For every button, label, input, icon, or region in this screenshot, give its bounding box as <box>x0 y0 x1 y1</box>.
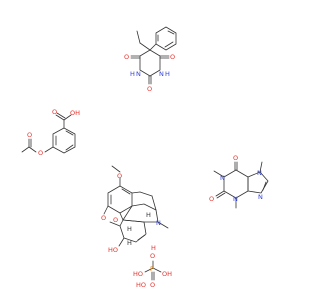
atom-label: O <box>233 154 238 162</box>
phenyl-attachment-bond <box>149 43 157 51</box>
atom-label: O <box>27 131 32 139</box>
p-oh-bond <box>152 267 162 273</box>
atom-label: N <box>136 70 141 78</box>
atom-label: N <box>233 195 238 203</box>
hydroxyl-bond <box>118 237 125 247</box>
imidazole-double-bond <box>262 181 267 191</box>
n-methyl-bond <box>157 221 169 229</box>
aromatic-inner-bond <box>65 144 74 151</box>
benzene-ring <box>52 127 76 154</box>
atom-label: N <box>159 70 164 78</box>
ring-bond <box>131 191 141 194</box>
atom-label: N <box>257 169 262 177</box>
ring-bond <box>119 212 124 221</box>
atom-label: O <box>117 172 122 180</box>
atom-label: H <box>127 225 132 233</box>
atom-label: N <box>258 193 263 201</box>
methyl-bond <box>259 161 263 173</box>
methoxy-bond <box>111 165 121 173</box>
ring-bond <box>151 195 157 211</box>
ester-bond <box>28 146 37 153</box>
phosphoric-acid-structure: HO P OH HO O O H <box>133 244 172 289</box>
aromatic-inner-bond <box>121 188 131 195</box>
atom-label: H <box>146 211 151 219</box>
atom-label: OH <box>70 109 80 117</box>
methyl-bond <box>21 146 30 153</box>
atom-label: O <box>52 108 57 116</box>
aromatic-inner-bond <box>167 30 175 35</box>
alkene-double-bond <box>137 234 146 241</box>
piperidine-ring <box>122 203 159 223</box>
atom-label: N <box>156 219 161 227</box>
ether-bond <box>109 221 121 227</box>
codeine-structure: O O O HO N H H H <box>101 165 169 254</box>
aspirin-structure: O OH O O <box>21 108 80 157</box>
ester-bond <box>44 146 54 153</box>
atom-label: O <box>150 252 155 260</box>
acid-carbonyl-bond <box>55 114 65 121</box>
ethyl-bond <box>139 42 151 51</box>
ethyl-bond <box>136 30 141 44</box>
atom-label: H <box>127 239 132 247</box>
atom-label: P <box>150 265 154 273</box>
acid-oh-bond <box>63 114 72 121</box>
atom-label: O <box>147 85 152 93</box>
phenyl-ring <box>155 26 177 51</box>
atom-label: O <box>113 216 118 224</box>
p-oh-bond <box>144 267 154 273</box>
atom-label: O <box>209 195 214 203</box>
atom-label: O <box>38 149 43 157</box>
phenobarbital-structure: O O O N N H H <box>124 26 177 93</box>
methyl-bond <box>213 170 225 178</box>
pyrimidine-ring <box>139 49 161 77</box>
atom-label: OH <box>162 270 172 278</box>
atom-label: H <box>130 70 135 78</box>
atom-label: O <box>170 53 175 61</box>
ether-bond <box>103 205 109 215</box>
atom-label: N <box>220 174 225 182</box>
atom-label: O <box>124 53 129 61</box>
aromatic-ring <box>107 185 133 214</box>
atom-label: H <box>151 244 156 252</box>
structure-canvas: O O O N N H H O OH O O <box>21 26 269 289</box>
acid-carbonyl-bond <box>56 112 66 119</box>
carbonyl-bond <box>216 192 226 199</box>
atom-label: HO <box>133 270 143 278</box>
caffeine-structure: O O N N N N <box>209 154 269 209</box>
atom-label: O <box>101 214 106 222</box>
ring-bond <box>139 191 153 197</box>
atom-label: H <box>165 70 170 78</box>
carbonyl-bond <box>215 190 225 197</box>
aromatic-inner-bond <box>164 41 174 48</box>
atom-label: O <box>150 281 155 289</box>
aromatic-inner-bond <box>65 130 74 136</box>
atom-label: HO <box>136 281 146 289</box>
pyrimidine-ring <box>223 169 249 199</box>
atom-label: HO <box>108 246 118 254</box>
